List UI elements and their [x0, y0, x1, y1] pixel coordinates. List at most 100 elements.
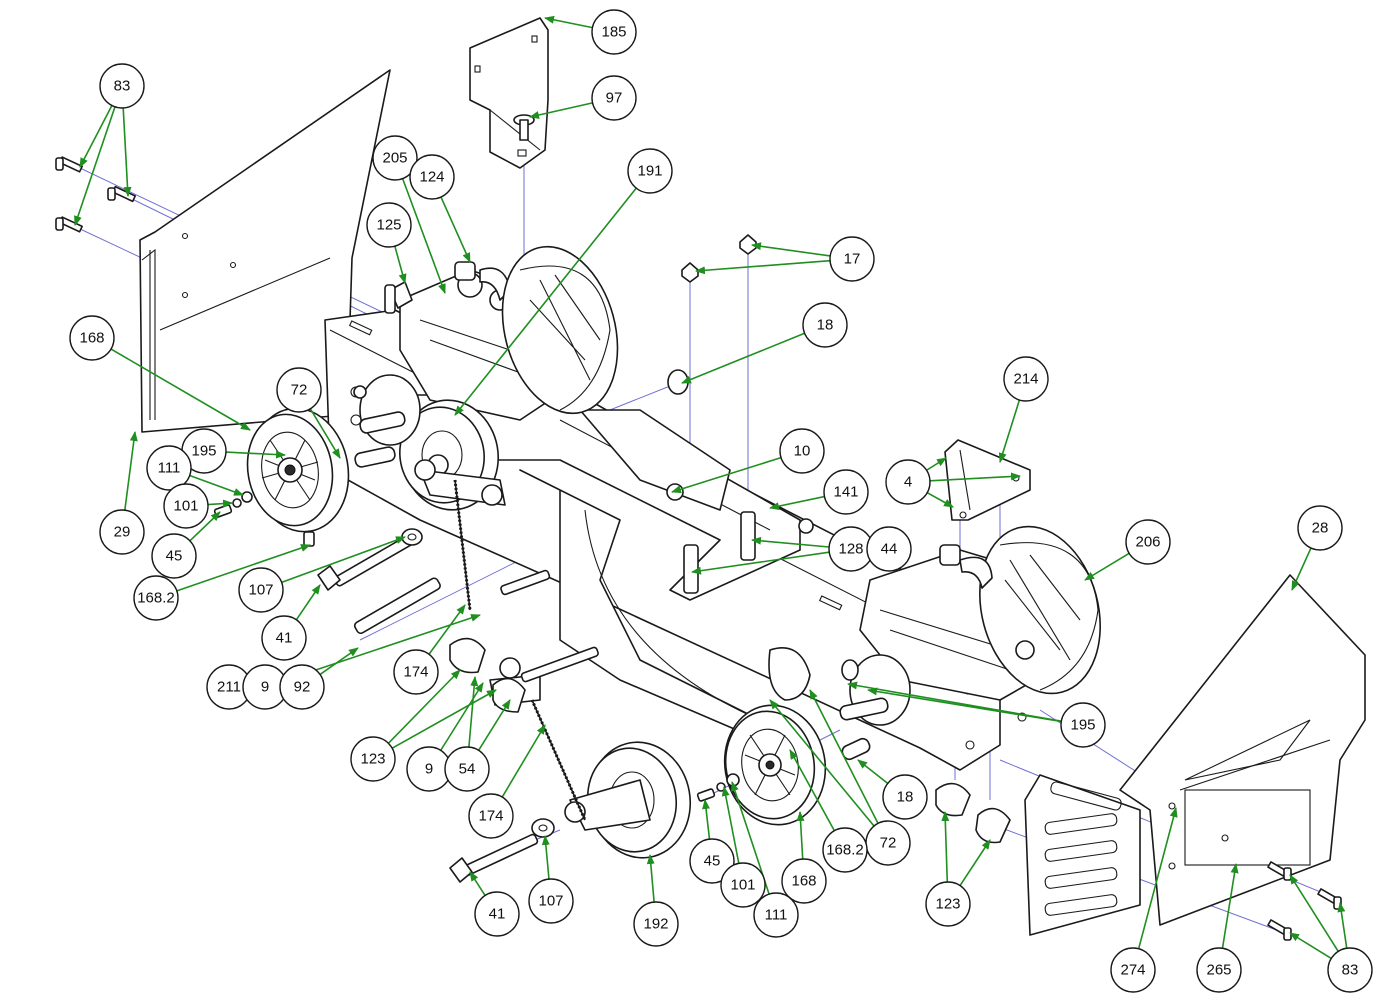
callout-circle — [1125, 519, 1171, 565]
leader-arrow — [74, 106, 116, 226]
callout-balloon: 168 — [69, 315, 115, 361]
callout-balloon: 168.2 — [822, 827, 868, 873]
leader-arrow — [941, 811, 950, 883]
callout-balloon: 18 — [882, 774, 928, 820]
callout-circle — [528, 878, 574, 924]
callout-balloon: 28 — [1297, 505, 1343, 551]
leader-arrow — [702, 799, 711, 840]
leader-arrow — [541, 835, 550, 880]
right-cover-bolts — [1267, 861, 1342, 941]
callout-circle — [261, 615, 307, 661]
main-frame — [324, 309, 1027, 771]
callout-circle — [474, 891, 520, 937]
leader-arrow — [440, 682, 484, 751]
callout-circle — [69, 315, 115, 361]
upper-pump-assembly — [384, 245, 619, 421]
callout-circle — [1327, 947, 1373, 993]
callout-balloon: 214 — [1003, 356, 1049, 402]
callout-circle — [279, 664, 325, 710]
callout-label: 168.2 — [826, 842, 864, 859]
callout-label: 174 — [478, 808, 503, 825]
callout-label: 174 — [403, 664, 428, 681]
callout-circle — [146, 445, 192, 491]
leader-arrow — [281, 536, 406, 584]
callout-balloon: 41 — [474, 891, 520, 937]
callout-label: 4 — [904, 474, 912, 491]
callout-balloon: 206 — [1125, 519, 1171, 565]
callout-label: 107 — [248, 582, 273, 599]
leader-arrow — [122, 107, 132, 197]
right-cover-plate — [1119, 574, 1366, 926]
leader-arrow — [469, 871, 486, 896]
callout-circle — [444, 746, 490, 792]
callout-label: 128 — [838, 541, 863, 558]
leader-arrow — [959, 839, 991, 887]
callout-circle — [823, 469, 869, 515]
callout-label: 107 — [538, 893, 563, 910]
leader-arrow — [1137, 807, 1178, 949]
callout-balloon: 101 — [163, 483, 209, 529]
leader-arrow — [394, 245, 407, 284]
callout-label: 168.2 — [137, 590, 175, 607]
callout-balloon: 41 — [261, 615, 307, 661]
callout-circle — [1297, 505, 1343, 551]
callout-circle — [781, 858, 827, 904]
callout-circle — [1196, 947, 1242, 993]
leader-arrow — [440, 196, 471, 263]
callout-label: 9 — [425, 761, 433, 778]
callout-label: 41 — [276, 630, 293, 647]
callout-balloon: 141 — [823, 469, 869, 515]
callout-circle — [99, 509, 145, 555]
callout-label: 10 — [794, 443, 811, 460]
leader-arrow — [401, 178, 446, 294]
callout-label: 44 — [881, 541, 898, 558]
leader-arrow — [225, 450, 286, 459]
leader-arrow — [929, 472, 1021, 482]
leader-arrow — [309, 408, 341, 459]
leader-arrow — [501, 724, 546, 798]
callout-label: 18 — [897, 789, 914, 806]
leader-arrow — [391, 689, 497, 749]
callout-circle — [753, 892, 799, 938]
leader-arrow — [1289, 932, 1332, 960]
leader-arrow — [1337, 902, 1348, 949]
leader-arrow — [207, 499, 233, 508]
leader-arrow — [671, 456, 782, 494]
callout-circle — [822, 827, 868, 873]
callout-label: 191 — [637, 163, 662, 180]
callout-circle — [163, 483, 209, 529]
callout-circle — [1003, 356, 1049, 402]
leader-arrows — [74, 15, 1348, 960]
leader-arrow — [857, 759, 889, 785]
callout-label: 41 — [489, 906, 506, 923]
bolts-and-pins — [213, 234, 1011, 883]
callout-circle — [591, 75, 637, 121]
callout-circle — [689, 838, 735, 884]
callout-circle — [591, 9, 637, 55]
shaft-195-right — [839, 654, 911, 726]
callout-circle — [633, 901, 679, 947]
callout-balloon: 174 — [393, 649, 439, 695]
callout-balloon: 195 — [181, 428, 227, 474]
callout-balloon: 92 — [279, 664, 325, 710]
callout-circle — [409, 154, 455, 200]
leader-arrow — [189, 511, 221, 542]
callout-balloon: 54 — [444, 746, 490, 792]
callout-circle — [720, 862, 766, 908]
callout-label: 206 — [1135, 534, 1160, 551]
callout-balloon: 168 — [781, 858, 827, 904]
callout-balloon: 45 — [151, 533, 197, 579]
callout-circle — [925, 881, 971, 927]
callout-balloon: 107 — [238, 567, 284, 613]
leader-arrow — [926, 491, 954, 508]
callout-circle — [238, 567, 284, 613]
callout-balloon: 72 — [865, 820, 911, 866]
springs-174 — [453, 479, 587, 821]
callout-balloon: 97 — [591, 75, 637, 121]
leader-arrow — [477, 699, 511, 751]
leader-arrow — [189, 474, 244, 496]
callout-balloon: 29 — [99, 509, 145, 555]
leader-arrow — [769, 495, 825, 511]
callout-balloon: 124 — [409, 154, 455, 200]
